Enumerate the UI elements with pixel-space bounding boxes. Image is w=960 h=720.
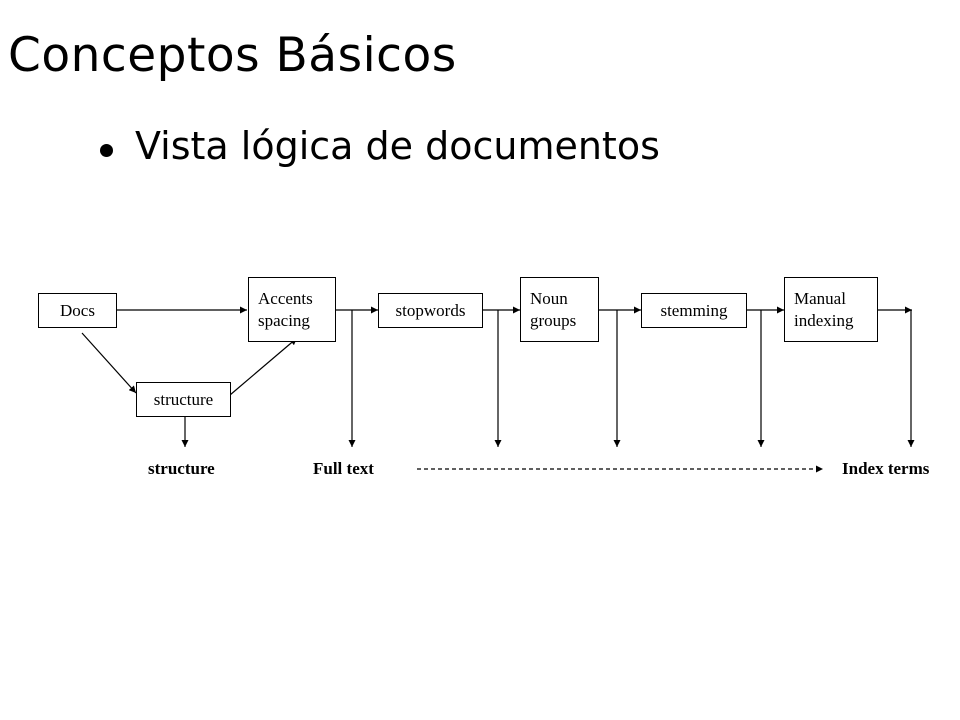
stemming-label: stemming	[660, 300, 728, 320]
arrow-structure-to-accents	[229, 337, 298, 396]
groups-label: groups	[530, 310, 577, 330]
slide-title: Conceptos Básicos	[8, 28, 457, 83]
output-index-terms-label: Index terms	[842, 459, 930, 478]
indexing-label: indexing	[794, 310, 854, 330]
noun-label: Noun	[530, 288, 568, 308]
accents-label: Accents	[258, 288, 313, 308]
manual-indexing-box: Manual indexing	[784, 277, 878, 342]
structure-box: structure	[136, 382, 231, 417]
bullet-item: Vista lógica de documentos	[100, 124, 660, 168]
accents-spacing-box: Accents spacing	[248, 277, 336, 342]
output-structure-label: structure	[148, 459, 215, 478]
stemming-box: stemming	[641, 293, 747, 328]
arrow-docs-to-structure	[81, 332, 137, 394]
manual-label: Manual	[794, 288, 846, 308]
output-full-text-label: Full text	[313, 459, 374, 478]
bullet-text: Vista lógica de documentos	[135, 124, 660, 168]
docs-label: Docs	[60, 300, 95, 320]
noun-groups-box: Noun groups	[520, 277, 599, 342]
structure-box-label: structure	[153, 389, 214, 409]
stopwords-box: stopwords	[378, 293, 483, 328]
spacing-label: spacing	[258, 310, 310, 330]
stopwords-label: stopwords	[395, 300, 466, 320]
docs-box: Docs	[38, 293, 117, 328]
bullet-dot-icon	[100, 143, 113, 157]
